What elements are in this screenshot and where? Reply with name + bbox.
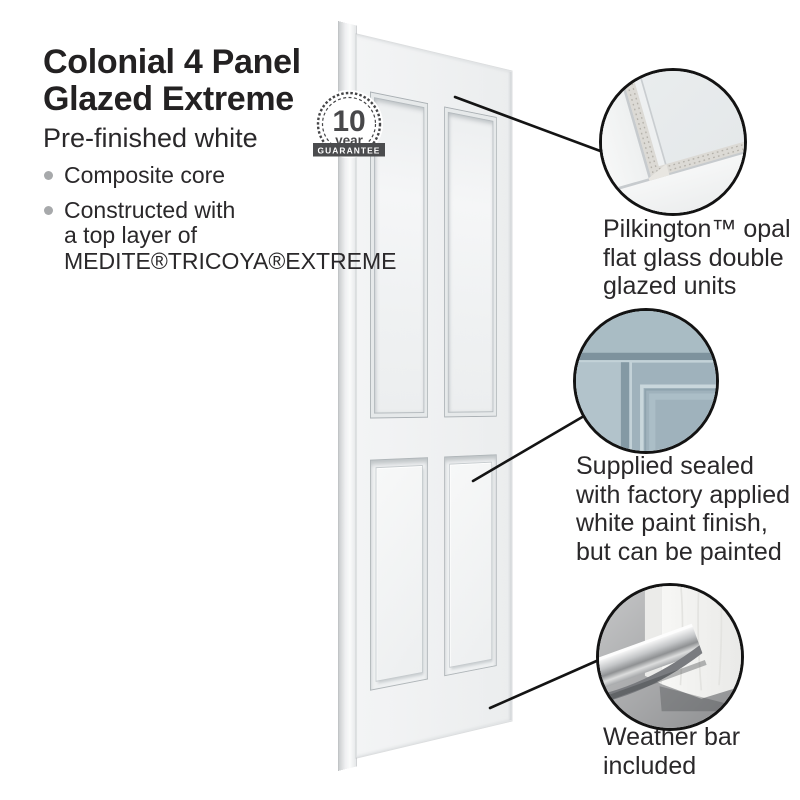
badge-label: GUARANTEE (318, 146, 381, 156)
bullet-dot (44, 171, 53, 180)
glazing-detail-art (602, 71, 744, 213)
panel-bevel-highlight (640, 384, 716, 451)
groove-vertical (620, 362, 630, 451)
weather-bar-art (599, 586, 741, 728)
title-line-1: Colonial 4 Panel (43, 43, 301, 81)
callout-caption-paint-finish: Supplied sealed with factory applied whi… (576, 452, 791, 566)
panel-detail-art (576, 311, 716, 451)
weather-bar-body (599, 625, 703, 701)
feature-item: Constructed with a top layer of MEDITE®T… (43, 197, 397, 275)
features-list: Composite core Constructed with a top la… (43, 162, 397, 283)
spacer-perforations (659, 119, 744, 174)
panel-bevel-slope (649, 393, 716, 451)
groove-horizontal (576, 352, 716, 361)
callout-line-weather-bar (488, 657, 603, 710)
frame-edge-line (602, 133, 744, 203)
badge-scalloped-ring (316, 91, 382, 157)
miter-joint (648, 164, 670, 181)
page-title: Colonial 4 Panel Glazed Extreme (43, 44, 301, 118)
bullet-dot (44, 205, 53, 215)
callout-caption-glazing: Pilkington™ opal flat glass double glaze… (603, 215, 791, 300)
header: Colonial 4 Panel Glazed Extreme Pre-fini… (43, 44, 301, 154)
badge-dashed-ring (321, 96, 377, 152)
groove-highlight-vertical (629, 362, 632, 451)
title-line-2: Glazed Extreme (43, 80, 294, 118)
frame-vertical-member (602, 71, 674, 213)
detail-circle-paint-finish (573, 308, 719, 454)
callout-line-paint (471, 414, 586, 483)
glazed-unit-corner (602, 71, 744, 213)
callout-caption-weather-bar: Weather bar included (603, 723, 741, 780)
panel-bevel-shadow (644, 388, 716, 451)
frame-bottom-member (602, 135, 744, 213)
badge-value: 10 (332, 105, 365, 138)
detail-circle-weather-bar (596, 583, 744, 731)
door-shadow (659, 686, 741, 712)
callout-line-glazing (453, 95, 605, 154)
feature-text: Constructed with a top layer of MEDITE®T… (64, 196, 397, 274)
badge-band (313, 143, 385, 157)
feature-item: Composite core (43, 162, 343, 189)
spacer-perforations (658, 115, 744, 170)
weather-bar-top-edge (599, 623, 693, 675)
detail-circle-glazing (599, 68, 747, 216)
page-subtitle: Pre-finished white (43, 123, 258, 153)
guarantee-badge-art: 10 year GUARANTEE (313, 90, 385, 158)
feature-text: Composite core (64, 162, 226, 188)
guarantee-badge: 10 year GUARANTEE (311, 90, 387, 170)
groove-highlight (576, 360, 716, 363)
